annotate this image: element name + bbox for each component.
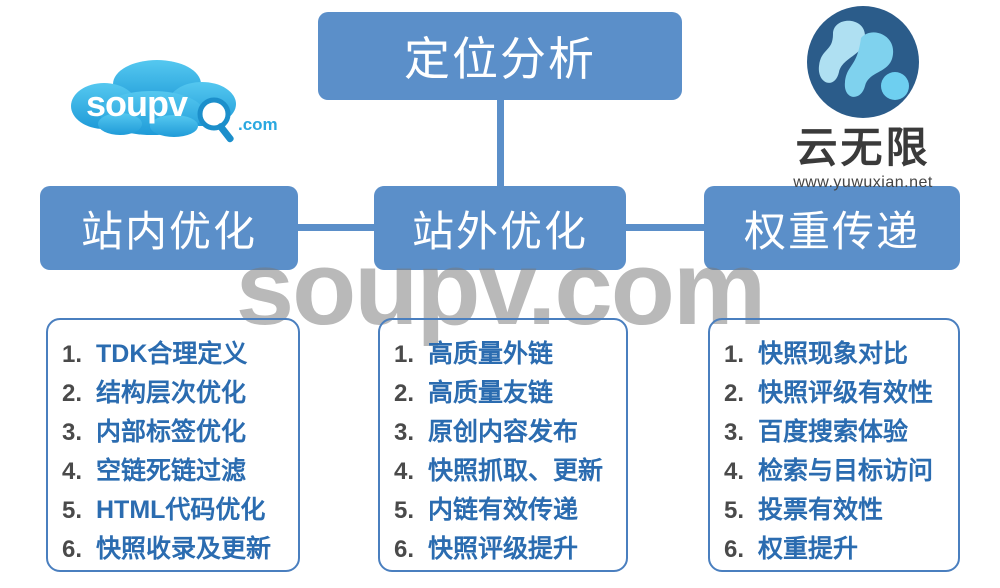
list-card-weight: 1. 快照现象对比 2. 快照评级有效性 3. 百度搜索体验 4. 检索与目标访… — [708, 318, 960, 572]
list-item-label: 内链有效传递 — [428, 496, 579, 524]
list-item-number: 5. — [62, 497, 83, 524]
list-item-number: 5. — [394, 497, 415, 524]
list-item-number: 4. — [62, 458, 83, 485]
list-item[interactable]: 1. TDK合理定义 — [48, 334, 298, 373]
list-item[interactable]: 4. 检索与目标访问 — [710, 451, 958, 490]
node-branch-onsite[interactable]: 站内优化 — [40, 186, 298, 270]
node-branch-weight[interactable]: 权重传递 — [704, 186, 960, 270]
list-item[interactable]: 5. HTML代码优化 — [48, 490, 298, 529]
list-item[interactable]: 5. 投票有效性 — [710, 490, 958, 529]
node-root[interactable]: 定位分析 — [318, 12, 682, 100]
list-item[interactable]: 6. 权重提升 — [710, 529, 958, 568]
list-item[interactable]: 3. 百度搜索体验 — [710, 412, 958, 451]
soupv-cloud-icon: soupv .com — [71, 60, 278, 143]
list-item-label: 快照评级有效性 — [758, 379, 934, 407]
list-item[interactable]: 2. 快照评级有效性 — [710, 373, 958, 412]
list-item-number: 1. — [62, 341, 83, 368]
list-item[interactable]: 2. 结构层次优化 — [48, 373, 298, 412]
yuwuxian-url: www.yuwuxian.net — [793, 174, 933, 191]
list-item[interactable]: 3. 内部标签优化 — [48, 412, 298, 451]
list-card-onsite: 1. TDK合理定义 2. 结构层次优化 3. 内部标签优化 4. 空链死链过滤… — [46, 318, 300, 572]
list-item-label: 高质量外链 — [428, 340, 554, 368]
list-item[interactable]: 6. 快照收录及更新 — [48, 529, 298, 568]
list-item[interactable]: 1. 快照现象对比 — [710, 334, 958, 373]
list-item-number: 6. — [724, 536, 745, 563]
connector-root-to-branches — [497, 98, 504, 190]
list-item-label: 权重提升 — [758, 535, 859, 563]
list-item[interactable]: 1. 高质量外链 — [380, 334, 626, 373]
list-item[interactable]: 4. 快照抓取、更新 — [380, 451, 626, 490]
list-item-label: 检索与目标访问 — [758, 457, 934, 485]
list-item-label: 百度搜索体验 — [758, 418, 909, 446]
list-item-number: 2. — [394, 380, 415, 407]
list-item-number: 6. — [394, 536, 415, 563]
list-item-number: 4. — [724, 458, 745, 485]
list-item-label: 快照收录及更新 — [96, 535, 272, 563]
list-item-label: TDK合理定义 — [96, 340, 248, 368]
list-item-label: 高质量友链 — [428, 379, 554, 407]
svg-text:soupv: soupv — [86, 83, 188, 124]
node-branch-offsite[interactable]: 站外优化 — [374, 186, 626, 270]
list-item-label: 内部标签优化 — [96, 418, 247, 446]
yuwuxian-mark-icon — [807, 6, 919, 118]
yuwuxian-logo: 云无限 www.yuwuxian.net — [748, 4, 978, 191]
list-item-number: 6. — [62, 536, 83, 563]
list-item-label: 投票有效性 — [758, 496, 884, 524]
list-item-label: 原创内容发布 — [428, 418, 579, 446]
list-item-number: 3. — [62, 419, 83, 446]
list-item-label: 快照现象对比 — [758, 340, 909, 368]
list-item-number: 1. — [394, 341, 415, 368]
svg-text:.com: .com — [238, 115, 278, 134]
list-item-label: 空链死链过滤 — [96, 457, 247, 485]
list-card-offsite: 1. 高质量外链 2. 高质量友链 3. 原创内容发布 4. 快照抓取、更新 5… — [378, 318, 628, 572]
list-item[interactable]: 5. 内链有效传递 — [380, 490, 626, 529]
list-item-number: 3. — [724, 419, 745, 446]
list-item-number: 3. — [394, 419, 415, 446]
list-item-label: 快照抓取、更新 — [428, 457, 604, 485]
list-item-number: 4. — [394, 458, 415, 485]
list-item[interactable]: 4. 空链死链过滤 — [48, 451, 298, 490]
list-item-number: 2. — [62, 380, 83, 407]
list-item-label: 快照评级提升 — [428, 535, 579, 563]
list-item-label: 结构层次优化 — [96, 379, 247, 407]
soupv-logo: soupv .com — [62, 58, 282, 150]
list-item-number: 2. — [724, 380, 745, 407]
list-item-label: HTML代码优化 — [96, 496, 266, 524]
list-item[interactable]: 3. 原创内容发布 — [380, 412, 626, 451]
list-item[interactable]: 2. 高质量友链 — [380, 373, 626, 412]
list-item[interactable]: 6. 快照评级提升 — [380, 529, 626, 568]
yuwuxian-name: 云无限 — [795, 124, 931, 171]
list-item-number: 1. — [724, 341, 745, 368]
list-item-number: 5. — [724, 497, 745, 524]
